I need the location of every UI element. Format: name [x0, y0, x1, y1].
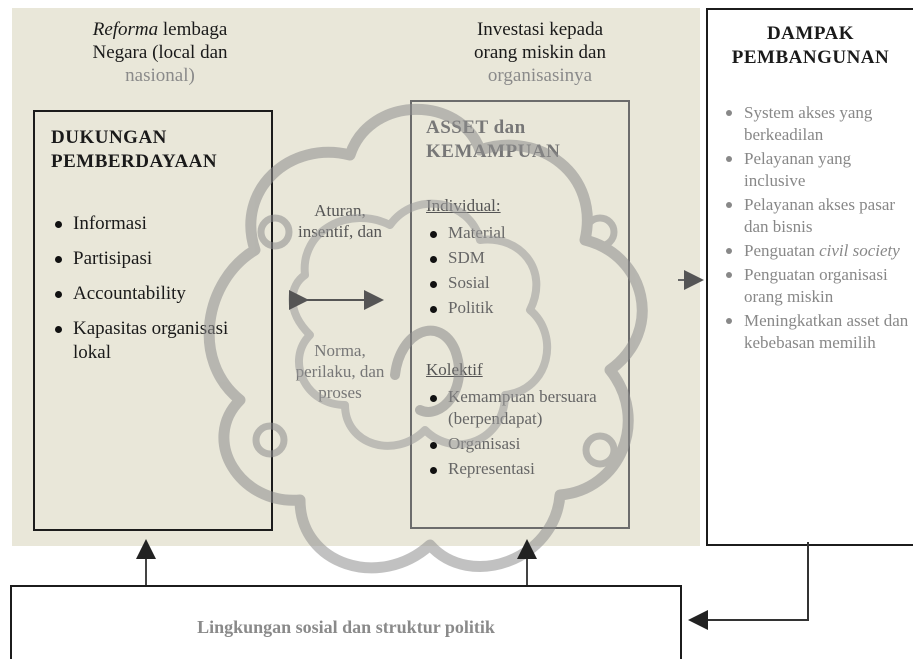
left-title-line2: PEMBERDAYAAN [51, 151, 217, 172]
dukungan-list: Informasi Partisipasi Accountability Kap… [51, 212, 266, 376]
list-item: Sosial [426, 272, 621, 294]
lingkungan-label: Lingkungan sosial dan struktur politik [12, 617, 680, 638]
dukungan-pemberdayaan-box: DUKUNGAN PEMBERDAYAAN Informasi Partisip… [33, 110, 273, 531]
heading-investasi: Investasi kepada orang miskin dan organi… [420, 18, 660, 87]
list-item: Partisipasi [51, 247, 266, 271]
dampak-list: System akses yang berkeadilan Pelayanan … [722, 102, 912, 356]
list-item: Penguatan civil society [722, 240, 912, 262]
right-title-line1: DAMPAK [767, 23, 854, 44]
mid-title-line1: ASSET dan [426, 117, 526, 138]
list-item: Informasi [51, 212, 266, 236]
center-aturan-label: Aturan, insentif, dan [286, 200, 394, 242]
list-item: System akses yang berkeadilan [722, 102, 912, 146]
kolektif-label: Kolektif [426, 360, 483, 380]
list-item: Kapasitas organisasi lokal [51, 317, 266, 365]
dampak-pembangunan-title: DAMPAK PEMBANGUNAN [708, 22, 913, 70]
list-item: Accountability [51, 282, 266, 306]
heading-reforma-line2: Negara (local dan [92, 42, 227, 63]
list-item: SDM [426, 247, 621, 269]
heading-investasi-line1: Investasi kepada [477, 19, 603, 40]
heading-reforma-line3: nasional) [125, 65, 195, 86]
list-item: Material [426, 222, 621, 244]
list-item-italic: civil society [819, 241, 900, 260]
heading-reforma: Reforma lembaga Negara (local dan nasion… [40, 18, 280, 87]
connector-dampak-to-lingkungan [692, 542, 808, 620]
dukungan-pemberdayaan-title: DUKUNGAN PEMBERDAYAAN [51, 126, 217, 174]
list-item: Meningkatkan asset dan kebebasan memilih [722, 310, 912, 354]
list-item-text: Penguatan [744, 241, 819, 260]
list-item: Pelayanan akses pasar dan bisnis [722, 194, 912, 238]
asset-kemampuan-box: ASSET dan KEMAMPUAN Individual: Material… [410, 100, 630, 529]
right-title-line2: PEMBANGUNAN [732, 47, 890, 68]
individual-list: Material SDM Sosial Politik [426, 222, 621, 322]
left-title-line1: DUKUNGAN [51, 127, 167, 148]
list-item: Pelayanan yang inclusive [722, 148, 912, 192]
list-item: Politik [426, 297, 621, 319]
kolektif-list: Kemampuan bersuara (berpendapat) Organis… [426, 386, 621, 483]
heading-investasi-line2: orang miskin dan [474, 42, 606, 63]
individual-label: Individual: [426, 196, 501, 216]
list-item: Representasi [426, 458, 621, 480]
heading-reforma-rest: lembaga [158, 19, 227, 40]
list-item: Penguatan organisasi orang miskin [722, 264, 912, 308]
list-item: Organisasi [426, 433, 621, 455]
center-norma-label: Norma, perilaku, dan proses [286, 340, 394, 403]
heading-reforma-italic: Reforma [93, 19, 158, 40]
heading-investasi-line3: organisasinya [488, 65, 592, 86]
asset-kemampuan-title: ASSET dan KEMAMPUAN [426, 116, 560, 164]
list-item: Kemampuan bersuara (berpendapat) [426, 386, 621, 430]
mid-title-line2: KEMAMPUAN [426, 141, 560, 162]
lingkungan-box: Lingkungan sosial dan struktur politik [10, 585, 682, 659]
dampak-pembangunan-box: DAMPAK PEMBANGUNAN System akses yang ber… [706, 8, 913, 546]
